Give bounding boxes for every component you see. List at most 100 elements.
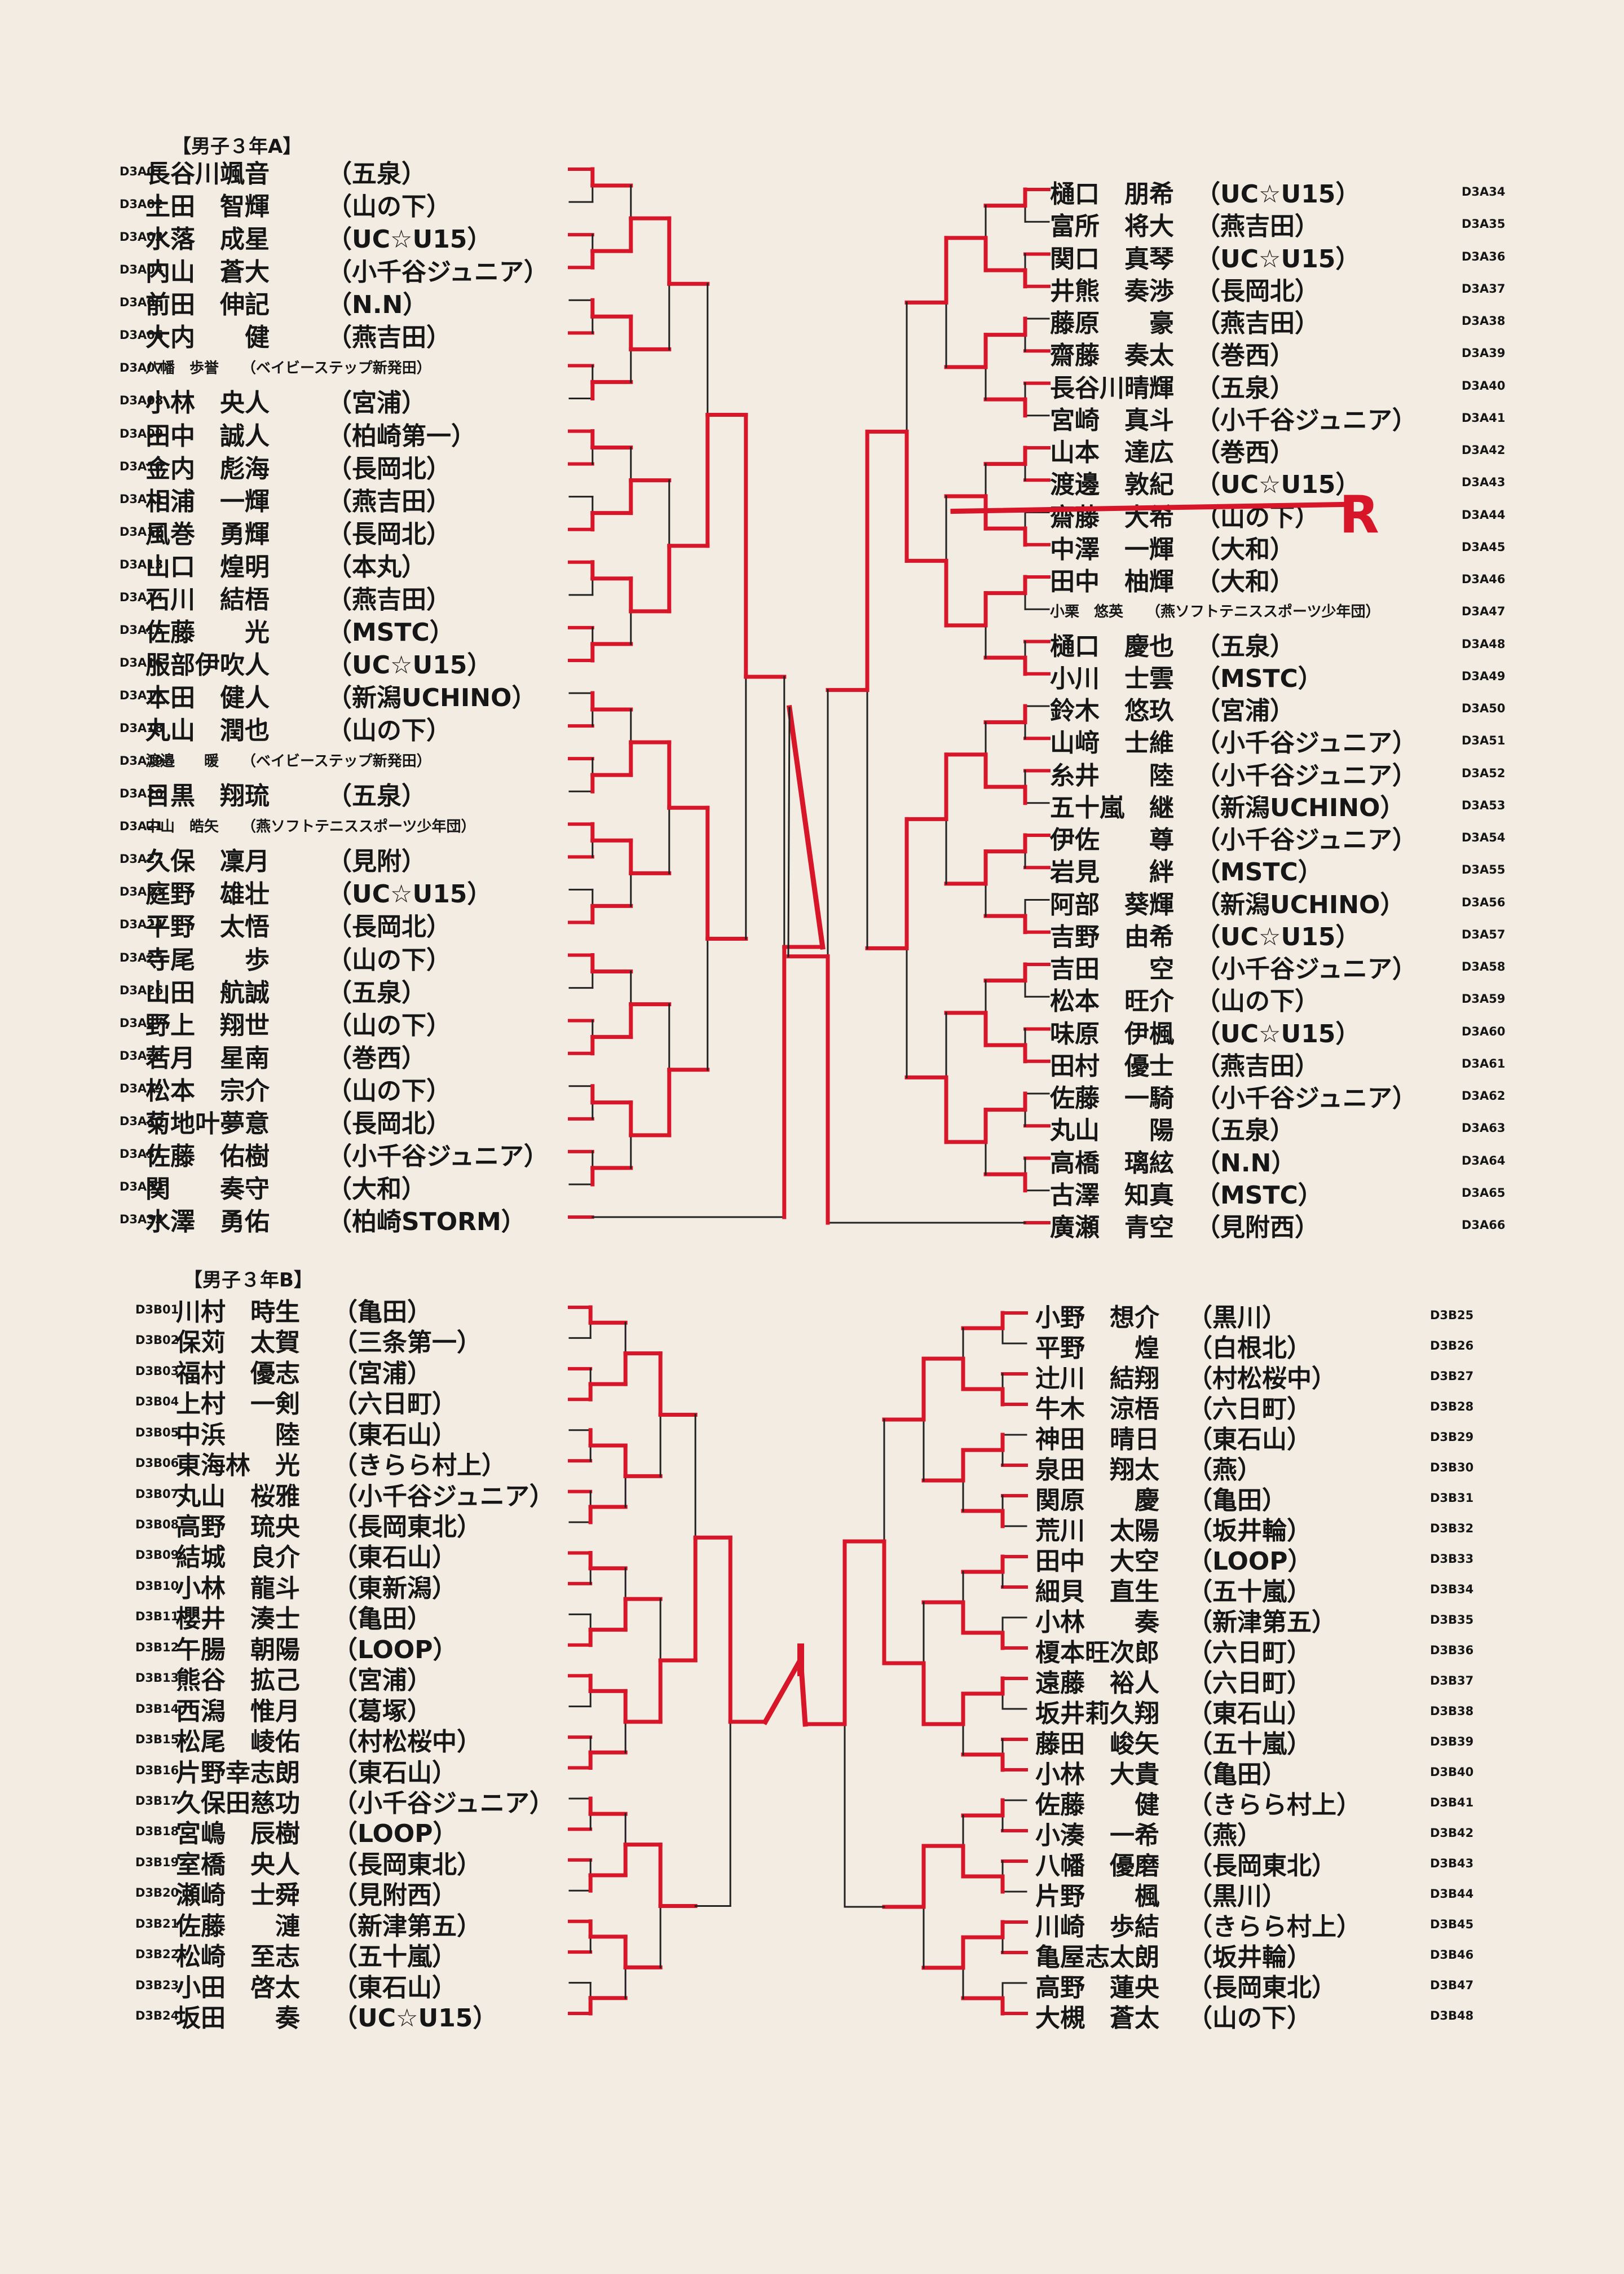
- player-code: D3B13: [135, 1671, 179, 1685]
- player-club: （見附西）: [1195, 1213, 1320, 1242]
- player-code: D3B19: [135, 1855, 179, 1869]
- player-name: 宮崎 真斗: [1050, 406, 1174, 435]
- player-name: 内山 蒼大: [145, 258, 270, 287]
- player-club: （五泉）: [1195, 373, 1295, 403]
- player-club: （UC☆U15）: [333, 2004, 498, 2033]
- player-name: 中澤 一輝: [1050, 535, 1174, 564]
- player-name: 高橋 璃絃: [1050, 1148, 1174, 1178]
- player-club: （新潟UCHINO）: [1195, 793, 1405, 822]
- player-code: D3A37: [1462, 281, 1506, 296]
- player-club: （五十嵐）: [333, 1942, 457, 1972]
- player-code: D3B42: [1430, 1826, 1474, 1840]
- player-club: （東石山）: [333, 1973, 457, 2002]
- player-code: D3A39: [1462, 346, 1506, 360]
- player-club: （柏崎第一）: [327, 421, 476, 451]
- player-name: 榎本旺次郎: [1035, 1638, 1159, 1667]
- player-name: 八幡 優磨: [1035, 1852, 1159, 1880]
- player-club: （山の下）: [327, 716, 451, 746]
- player-name: 小栗 悠英: [1050, 603, 1124, 621]
- player-club: （新津第五）: [333, 1911, 482, 1941]
- player-code: D3B32: [1430, 1522, 1474, 1535]
- player-club: （長岡東北）: [333, 1513, 482, 1542]
- player-club: （MSTC）: [1195, 664, 1323, 693]
- player-club: （亀田）: [333, 1298, 432, 1326]
- player-code: D3B04: [135, 1395, 179, 1409]
- player-code: D3A45: [1462, 540, 1506, 554]
- player-club: （LOOP）: [1188, 1547, 1313, 1576]
- player-code: D3A54: [1462, 831, 1506, 844]
- player-name: 田村 優士: [1050, 1051, 1174, 1081]
- player-club: （MSTC）: [1195, 858, 1323, 887]
- player-club: （長岡東北）: [333, 1850, 482, 1879]
- player-name: 丸山 陽: [1050, 1116, 1174, 1145]
- player-name: 目黒 翔琉: [145, 782, 270, 811]
- player-name: 小湊 一希: [1035, 1821, 1159, 1850]
- player-code: D3B09: [135, 1548, 179, 1562]
- player-name: 丸山 桜雅: [176, 1482, 300, 1511]
- player-code: D3B02: [135, 1333, 179, 1347]
- player-name: 樋口 朋希: [1050, 180, 1174, 209]
- player-name: 寺尾 歩: [145, 945, 270, 975]
- player-name: 服部伊吹人: [145, 650, 270, 680]
- player-club: （UC☆U15）: [1195, 470, 1361, 500]
- player-code: D3A10: [120, 459, 164, 473]
- player-code: D3A05: [120, 296, 164, 310]
- player-club: （六日町）: [333, 1390, 457, 1419]
- player-name: 高野 琉央: [176, 1513, 300, 1542]
- player-club: （五泉）: [327, 978, 426, 1007]
- player-name: 関口 真琴: [1050, 244, 1174, 274]
- player-name: 山口 煌明: [145, 552, 270, 581]
- player-name: 前田 伸記: [145, 290, 270, 320]
- player-code: D3A11: [120, 492, 164, 506]
- player-name: 松尾 崚佑: [176, 1727, 300, 1757]
- player-club: （ベイビーステップ新発田）: [241, 360, 431, 377]
- player-club: （山の下）: [1195, 987, 1320, 1016]
- player-name: 田中 大空: [1035, 1547, 1159, 1576]
- player-club: （六日町）: [1188, 1395, 1312, 1424]
- player-name: 佐藤 一騎: [1050, 1084, 1174, 1113]
- player-club: （山の下）: [327, 192, 451, 222]
- player-name: 西潟 惟月: [176, 1696, 300, 1726]
- player-club: （見附）: [327, 847, 426, 876]
- player-club: （五十嵐）: [1188, 1577, 1312, 1606]
- player-code: D3B36: [1430, 1643, 1474, 1657]
- player-name: 久保田慈功: [176, 1788, 300, 1818]
- final-line: [762, 1655, 805, 1726]
- player-code: D3A06: [120, 328, 164, 342]
- player-code: D3B37: [1430, 1674, 1474, 1687]
- player-name: 糸井 陸: [1050, 761, 1174, 790]
- player-name: 佐藤 佑樹: [145, 1142, 270, 1171]
- player-code: D3A59: [1462, 992, 1506, 1006]
- player-code: D3B43: [1430, 1857, 1474, 1870]
- player-club: （亀田）: [333, 1605, 432, 1634]
- player-club: （燕吉田）: [1195, 212, 1320, 241]
- player-code: D3A64: [1462, 1153, 1506, 1167]
- player-club: （燕ソフトテニススポーツ少年団）: [241, 818, 476, 836]
